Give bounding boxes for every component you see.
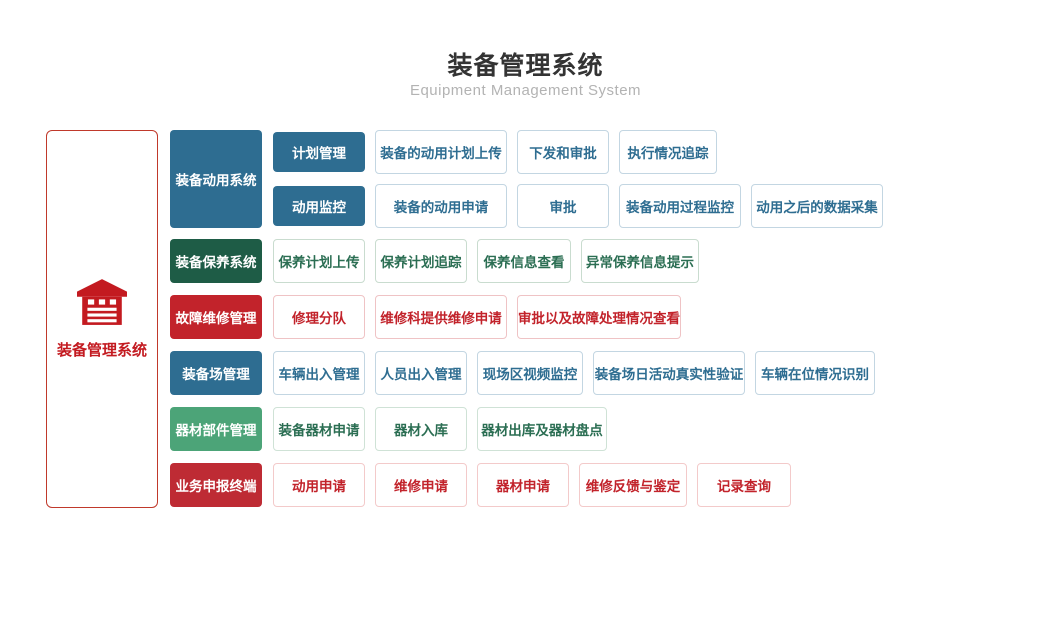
page-title: 装备管理系统: [447, 52, 604, 80]
node-repair-dept-application: 维修科提供维修申请: [375, 295, 507, 339]
node-material-inbound: 器材入库: [375, 407, 467, 451]
node-site-video-monitoring: 现场区视频监控: [477, 351, 583, 395]
node-repair-request: 维修申请: [375, 463, 467, 507]
node-issue-and-approval: 下发和审批: [517, 130, 609, 174]
node-abnormal-maintenance-alert: 异常保养信息提示: [581, 239, 699, 283]
category-equipment-mobilization-system: 装备动用系统: [170, 130, 262, 228]
category-business-declaration-terminal: 业务申报终端: [170, 463, 262, 507]
node-vehicle-access-management: 车辆出入管理: [273, 351, 365, 395]
category-materials-parts-management: 器材部件管理: [170, 407, 262, 451]
root-panel: 装备管理系统: [46, 130, 158, 508]
category-fault-repair-management: 故障维修管理: [170, 295, 262, 339]
node-mobilization-request: 动用申请: [273, 463, 365, 507]
category-equipment-yard-management: 装备场管理: [170, 351, 262, 395]
garage-icon: [77, 278, 127, 330]
node-mobilization-plan-upload: 装备的动用计划上传: [375, 130, 507, 174]
node-maintenance-info-view: 保养信息查看: [477, 239, 571, 283]
node-yard-daily-activity-verification: 装备场日活动真实性验证: [593, 351, 745, 395]
node-material-outbound-and-inventory: 器材出库及器材盘点: [477, 407, 607, 451]
node-vehicle-presence-recognition: 车辆在位情况识别: [755, 351, 875, 395]
node-mobilization-monitoring: 动用监控: [273, 186, 365, 226]
page-subtitle: Equipment Management System: [409, 82, 642, 99]
node-approval-and-fault-status-view: 审批以及故障处理情况查看: [517, 295, 681, 339]
node-record-query: 记录查询: [697, 463, 791, 507]
node-maintenance-plan-upload: 保养计划上传: [273, 239, 365, 283]
node-repair-feedback-appraisal: 维修反馈与鉴定: [579, 463, 687, 507]
node-mobilization-application: 装备的动用申请: [375, 184, 507, 228]
node-plan-management: 计划管理: [273, 132, 365, 172]
node-repair-unit: 修理分队: [273, 295, 365, 339]
category-equipment-maintenance-system: 装备保养系统: [170, 239, 262, 283]
node-equipment-material-application: 装备器材申请: [273, 407, 365, 451]
node-approval: 审批: [517, 184, 609, 228]
node-material-request: 器材申请: [477, 463, 569, 507]
root-label: 装备管理系统: [56, 341, 147, 359]
node-mobilization-process-monitoring: 装备动用过程监控: [619, 184, 741, 228]
node-maintenance-plan-tracking: 保养计划追踪: [375, 239, 467, 283]
node-post-mobilization-data-collection: 动用之后的数据采集: [751, 184, 883, 228]
node-execution-tracking: 执行情况追踪: [619, 130, 717, 174]
node-personnel-access-management: 人员出入管理: [375, 351, 467, 395]
